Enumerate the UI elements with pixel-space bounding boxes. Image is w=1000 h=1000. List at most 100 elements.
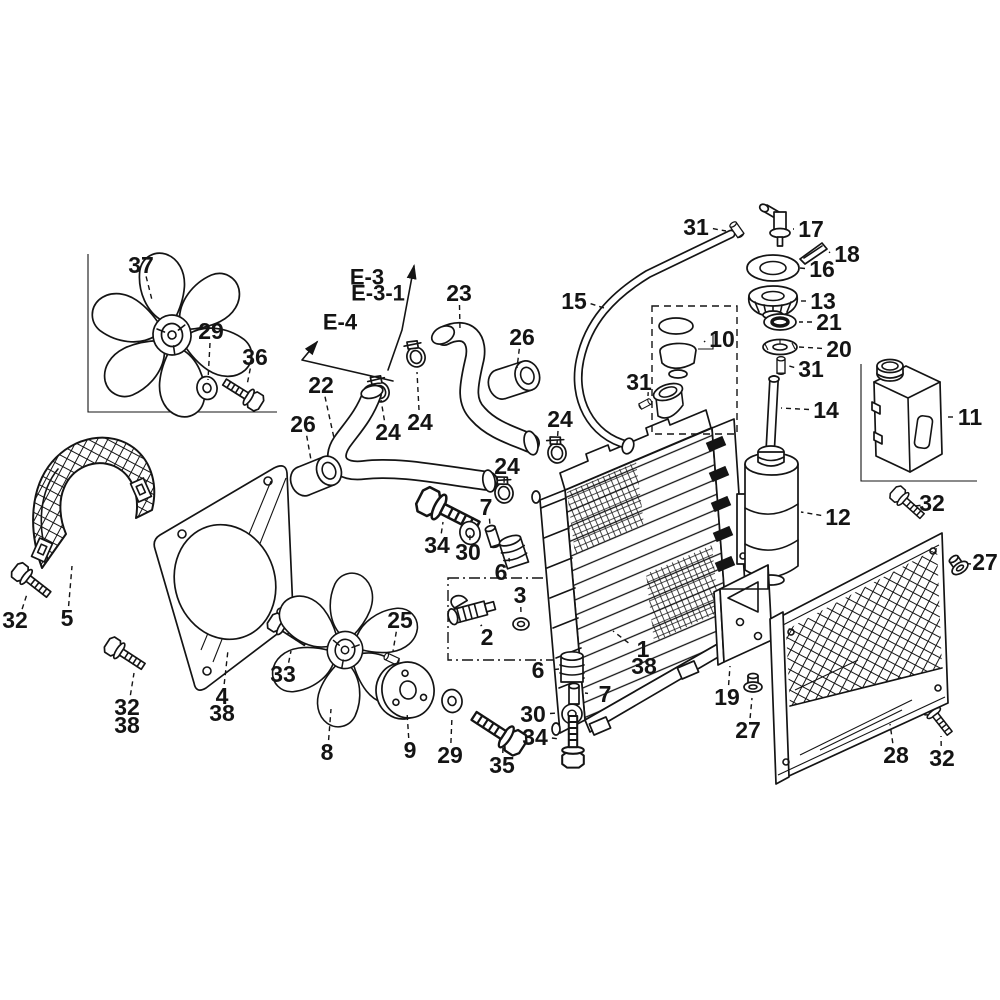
section-ref-label: E-3-1 <box>351 281 405 306</box>
callout-leader-line <box>223 649 229 685</box>
part-callout-label: 12 <box>825 504 851 530</box>
reserve-bottle-11 <box>871 358 943 473</box>
part-callout-label: 27 <box>972 549 998 575</box>
part-callout-label: 6 <box>532 657 545 683</box>
part-callout-label: 7 <box>599 681 612 707</box>
part-callout-label: 27 <box>735 717 761 743</box>
bolt-32-shroud <box>101 634 149 675</box>
part-callout-label: 20 <box>826 336 852 362</box>
grommet-27-right <box>944 550 972 579</box>
filler-neck <box>652 382 684 419</box>
part-callout-label: 18 <box>834 241 860 267</box>
drain-washer-3 <box>512 617 530 631</box>
part-callout-label: 8 <box>321 739 334 765</box>
radiator-1 <box>531 382 749 736</box>
washer-20 <box>762 338 798 356</box>
part-callout-label: 9 <box>404 737 417 763</box>
part-callout-label: 36 <box>242 344 268 370</box>
part-callout-label: 16 <box>809 256 835 282</box>
part-callout-label: 31 <box>798 356 824 382</box>
part-callout-label: 30 <box>520 701 546 727</box>
callout-leader-line <box>612 630 629 644</box>
part-callout-label: 1 <box>637 636 650 662</box>
part-callout-label: 24 <box>375 419 401 445</box>
bushing-31-small <box>776 356 786 376</box>
part-callout-label: 11 <box>958 404 983 430</box>
part-callout-label: 31 <box>683 214 709 240</box>
part-callout-label: 14 <box>813 397 839 423</box>
part-callout-label: 37 <box>128 252 154 278</box>
part-callout-label: 19 <box>714 684 740 710</box>
part-callout-label: 38 <box>631 653 657 679</box>
part-callout-label: 3 <box>514 582 527 608</box>
part-callout-label: 32 <box>114 694 140 720</box>
part-callout-label: 34 <box>424 532 450 558</box>
section-ref-label: E-3 <box>350 265 384 290</box>
part-callout-label: 32 <box>929 745 955 771</box>
section-e4-arrow <box>301 340 394 382</box>
callout-leader-line <box>21 593 28 610</box>
seal-21 <box>763 313 797 331</box>
clip-18 <box>799 242 828 265</box>
part-callout-label: 38 <box>114 712 140 738</box>
part-callout-label: 2 <box>481 624 494 650</box>
part-callout-label: 26 <box>509 324 535 350</box>
callout-leader-line <box>287 650 292 663</box>
section-ref-label: E-4 <box>323 310 358 335</box>
part-callout-label: 22 <box>308 372 334 398</box>
callout-leader-line <box>306 435 312 461</box>
callout-leader-line <box>788 365 795 369</box>
bolt-36 <box>218 373 267 414</box>
callout-leader-line <box>549 712 558 715</box>
radiator-cap-10 <box>651 305 738 435</box>
overflow-tube-15 <box>573 229 736 455</box>
callout-leader-line <box>889 723 894 744</box>
callout-leader-line <box>915 504 925 507</box>
callout-leader-line <box>458 304 461 331</box>
part-callout-label: 26 <box>290 411 316 437</box>
part-callout-label: 34 <box>522 724 548 750</box>
hose-clamp-24 <box>544 433 569 466</box>
grommet-16 <box>746 254 800 282</box>
part-callout-label: 7 <box>480 494 493 520</box>
reserve-tank-12 <box>736 445 799 586</box>
callout-leader-line <box>590 303 605 309</box>
callout-leader-line <box>145 276 153 301</box>
callout-leader-line <box>828 251 831 254</box>
callout-leader-line <box>798 346 823 350</box>
callout-leader-line <box>246 368 251 386</box>
part-callout-label: 21 <box>816 309 842 335</box>
callout-leader-line <box>800 511 822 517</box>
mount-cushion-6-lower <box>559 650 585 683</box>
part-callout-label: 33 <box>270 661 296 687</box>
reserve-tank-tube-14 <box>765 375 780 459</box>
callout-leader-line <box>392 631 397 652</box>
part-callout-label: 25 <box>387 607 413 633</box>
collar-7-lower <box>568 682 580 707</box>
bolt-32-left <box>8 560 56 603</box>
part-callout-label: 15 <box>561 288 587 314</box>
fan-shroud-4 <box>153 465 294 691</box>
drain-valve-2 <box>447 594 497 626</box>
callout-leader-line <box>749 697 753 719</box>
collar-7-upper <box>483 523 502 550</box>
lower-radiator-hose-22 <box>327 384 498 493</box>
callout-leader-line <box>516 348 520 369</box>
section-e3-arrow <box>387 264 417 371</box>
part-callout-label: 29 <box>198 318 224 344</box>
part-callout-label: 17 <box>798 216 824 242</box>
grille-28 <box>769 532 949 785</box>
callout-leader-line <box>129 672 135 696</box>
grommet-27-left <box>743 672 763 693</box>
part-callout-label: 35 <box>489 752 515 778</box>
part-callout-label: 4 <box>216 683 229 709</box>
callout-leader-line <box>440 521 444 534</box>
part-callout-label: 38 <box>209 700 235 726</box>
hose-clamp-24 <box>401 337 429 371</box>
callout-leader-line <box>488 518 491 527</box>
part-callout-label: 28 <box>883 742 909 768</box>
washer-29-fan <box>439 687 465 715</box>
